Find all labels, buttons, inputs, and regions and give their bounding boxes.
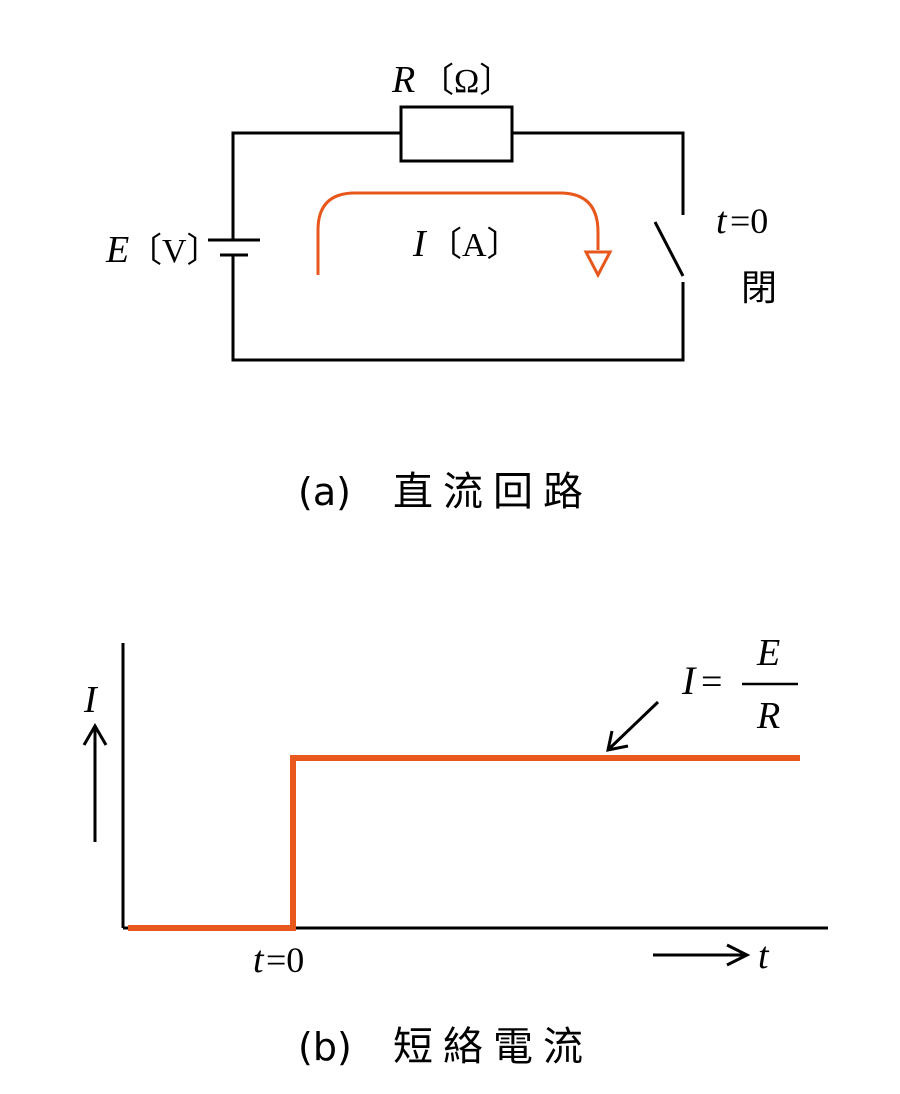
- caption-a-text: 直流回路: [393, 469, 593, 515]
- current-arrow: [316, 191, 613, 279]
- source-unit: 〔V〕: [128, 232, 221, 270]
- formula-numerator: E: [756, 632, 780, 674]
- caption-b-text: 短絡電流: [393, 1024, 593, 1070]
- dc-circuit: [208, 105, 685, 362]
- current-unit: 〔A〕: [428, 226, 521, 264]
- switch-blade: [653, 221, 685, 277]
- y-direction-arrow-head: [82, 723, 108, 746]
- t0-var: t: [253, 939, 265, 981]
- switch-state-label: 閉: [741, 268, 777, 309]
- formula-eq: =: [701, 661, 722, 703]
- circuit-wire-top-left: [231, 131, 401, 240]
- resistor: [399, 105, 514, 163]
- source-symbol: E: [105, 229, 129, 271]
- formula-denominator: R: [756, 695, 780, 737]
- x-direction-arrow-head: [726, 943, 751, 967]
- x-axis-label: t: [758, 935, 770, 977]
- formula-pointer-shaft: [608, 700, 660, 750]
- current-arrow-path: [316, 191, 600, 275]
- current-arrow-head: [583, 250, 613, 279]
- current-symbol: I: [412, 223, 428, 265]
- t0-eq: =0: [266, 940, 304, 980]
- circuit-wire-bottom: [231, 255, 685, 362]
- circuit-wire-top-right: [512, 131, 685, 215]
- resistor-unit: 〔Ω〕: [420, 62, 513, 100]
- resistor-symbol: R: [391, 59, 415, 101]
- y-axis-label: I: [83, 679, 99, 721]
- formula-pointer-head: [606, 730, 629, 752]
- switch-time-eq: =0: [730, 201, 768, 241]
- caption-a-prefix: (a): [298, 470, 351, 514]
- formula-lhs: I: [681, 658, 697, 703]
- caption-b-prefix: (b): [298, 1025, 352, 1069]
- switch-time-var: t: [716, 200, 728, 242]
- current-step-curve: [128, 755, 800, 931]
